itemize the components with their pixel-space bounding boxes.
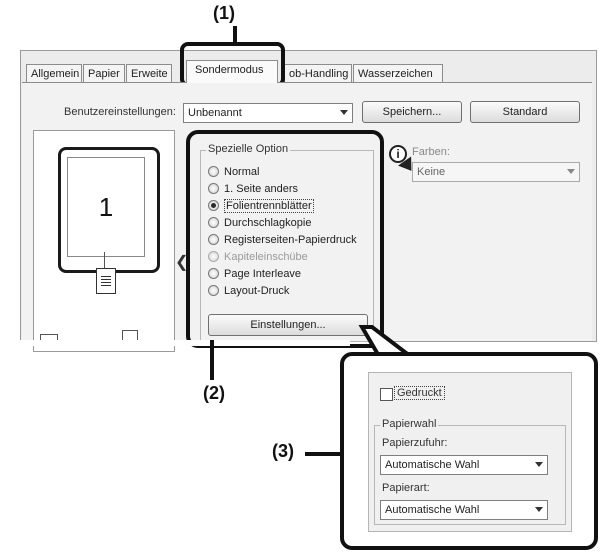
option-layout-print[interactable]: Layout-Druck bbox=[208, 284, 289, 299]
small-printer-icon bbox=[122, 330, 138, 343]
paper-type-value: Automatische Wahl bbox=[385, 504, 480, 516]
user-settings-value: Unbenannt bbox=[188, 107, 242, 119]
option-layout-print-label: Layout-Druck bbox=[224, 285, 290, 297]
chevron-down-icon bbox=[340, 110, 348, 115]
color-select[interactable]: Keine bbox=[412, 162, 580, 182]
save-button[interactable]: Speichern... bbox=[362, 101, 462, 123]
option-first-page-different[interactable]: 1. Seite anders bbox=[208, 182, 298, 197]
printed-checkbox-label: Gedruckt bbox=[394, 386, 445, 400]
option-transparency-separators-label: Folientrennblätter bbox=[224, 199, 314, 213]
tab-allgemein[interactable]: Allgemein bbox=[26, 64, 82, 82]
option-page-interleave[interactable]: Page Interleave bbox=[208, 267, 301, 282]
tab-strip: Allgemein Papier Erweite Sondermodus ob-… bbox=[26, 60, 496, 83]
radio-page-interleave[interactable] bbox=[208, 267, 219, 279]
callout-2-leader bbox=[210, 340, 214, 380]
tab-papier[interactable]: Papier bbox=[83, 64, 125, 82]
option-carbon-copy[interactable]: Durchschlagkopie bbox=[208, 216, 311, 231]
radio-tab-paper-print[interactable] bbox=[208, 233, 219, 245]
radio-carbon-copy[interactable] bbox=[208, 216, 219, 228]
callout-2-box bbox=[186, 130, 384, 348]
option-page-interleave-label: Page Interleave bbox=[224, 268, 302, 280]
printed-checkbox[interactable] bbox=[380, 388, 393, 401]
radio-chapter-inserts[interactable] bbox=[208, 250, 219, 262]
color-label: Farben: bbox=[412, 146, 450, 158]
paper-type-select[interactable]: Automatische Wahl bbox=[380, 500, 548, 520]
standard-button[interactable]: Standard bbox=[470, 101, 580, 123]
callout-number-3: (3) bbox=[272, 441, 294, 461]
paper-source-select[interactable]: Automatische Wahl bbox=[380, 455, 548, 475]
radio-first-page-different[interactable] bbox=[208, 182, 219, 194]
page-preview: 1 bbox=[67, 157, 145, 257]
paper-type-label: Papierart: bbox=[382, 482, 430, 494]
user-settings-label: Benutzereinstellungen: bbox=[64, 106, 176, 118]
page-number: 1 bbox=[98, 192, 114, 222]
tab-erweitert[interactable]: Erweite bbox=[126, 64, 172, 82]
option-chapter-inserts[interactable]: Kapiteleinschübe bbox=[208, 250, 308, 265]
callout-3-leader bbox=[305, 452, 343, 456]
special-option-list: Normal 1. Seite anders Folientrennblätte… bbox=[208, 165, 368, 305]
paper-source-value: Automatische Wahl bbox=[385, 459, 480, 471]
tab-wasserzeichen[interactable]: Wasserzeichen bbox=[353, 64, 443, 82]
option-tab-paper-print-label: Registerseiten-Papierdruck bbox=[224, 234, 357, 246]
paper-selection-legend: Papierwahl bbox=[380, 418, 439, 430]
option-normal[interactable]: Normal bbox=[208, 165, 259, 180]
paper-source-label: Papierzufuhr: bbox=[382, 437, 448, 449]
option-transparency-separators[interactable]: Folientrennblätter bbox=[208, 199, 314, 214]
expand-chevron-icon[interactable]: ❮ bbox=[175, 254, 189, 271]
tab-job-handling[interactable]: ob-Handling bbox=[284, 64, 352, 82]
option-tab-paper-print[interactable]: Registerseiten-Papierdruck bbox=[208, 233, 357, 248]
info-icon[interactable]: i bbox=[389, 145, 407, 163]
small-tray-icon bbox=[40, 334, 58, 343]
callout-1-leader bbox=[233, 26, 237, 44]
special-option-legend: Spezielle Option bbox=[206, 143, 291, 155]
callout-number-1: (1) bbox=[213, 3, 235, 23]
option-first-page-different-label: 1. Seite anders bbox=[224, 183, 298, 195]
chevron-down-icon bbox=[567, 169, 575, 174]
document-icon bbox=[96, 268, 116, 294]
tab-sondermodus[interactable]: Sondermodus bbox=[186, 60, 278, 83]
radio-layout-print[interactable] bbox=[208, 284, 219, 296]
chevron-down-icon bbox=[535, 462, 543, 467]
paper-selection-group bbox=[374, 425, 566, 525]
dialog-bottom-cut bbox=[20, 340, 350, 346]
callout-number-2: (2) bbox=[203, 383, 225, 403]
preview-connector-line bbox=[104, 252, 105, 268]
option-normal-label: Normal bbox=[224, 166, 260, 178]
radio-transparency-separators[interactable] bbox=[208, 199, 219, 211]
color-value: Keine bbox=[417, 166, 446, 178]
option-chapter-inserts-label: Kapiteleinschübe bbox=[224, 251, 308, 263]
option-carbon-copy-label: Durchschlagkopie bbox=[224, 217, 312, 229]
chevron-down-icon bbox=[535, 507, 543, 512]
radio-normal[interactable] bbox=[208, 165, 219, 177]
settings-button[interactable]: Einstellungen... bbox=[208, 314, 368, 336]
user-settings-select[interactable]: Unbenannt bbox=[183, 103, 353, 123]
